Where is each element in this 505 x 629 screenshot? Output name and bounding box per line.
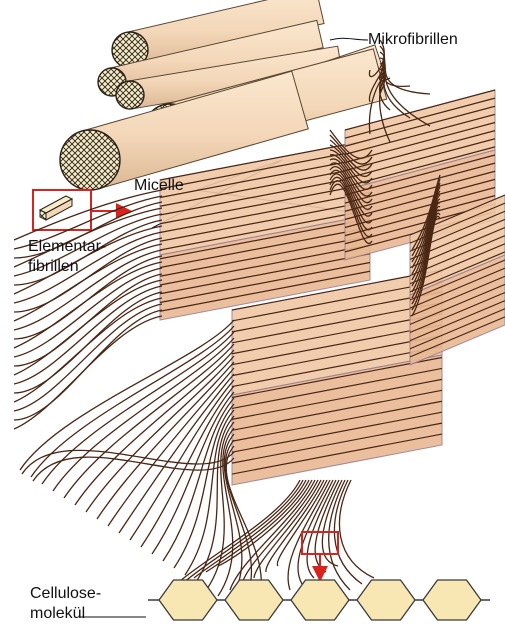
cellulose-label-line2: molekül bbox=[30, 605, 85, 623]
glucose-hexagon bbox=[423, 580, 481, 620]
mikrofibrillen-label: Mikrofibrillen bbox=[368, 31, 458, 49]
elementarfibril-highlight bbox=[33, 190, 128, 230]
glucose-hexagon bbox=[291, 580, 349, 620]
mikrofibril-leader bbox=[330, 38, 368, 40]
cellulose-hexagon-chain bbox=[148, 580, 490, 620]
cellulose-label-line1: Cellulose- bbox=[30, 585, 101, 603]
elementarfibrillen-label-line1: Elementar- bbox=[28, 238, 106, 256]
elementarfibrillen-label-line2: fibrillen bbox=[28, 258, 79, 276]
micelle-label: Micelle bbox=[134, 177, 184, 195]
glucose-hexagon bbox=[357, 580, 415, 620]
molecule-highlight bbox=[302, 532, 338, 578]
glucose-hexagon bbox=[225, 580, 283, 620]
